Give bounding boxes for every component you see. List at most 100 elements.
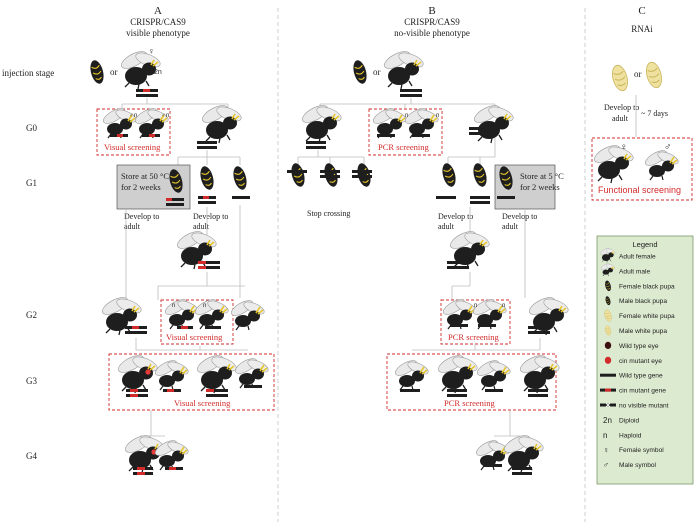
svg-text:Develop to: Develop to bbox=[502, 212, 537, 221]
svg-text:n: n bbox=[166, 113, 169, 119]
svg-text:adult: adult bbox=[124, 222, 141, 231]
legend-item-label: Diploid bbox=[619, 417, 639, 424]
male-black-pupa-icon bbox=[288, 161, 308, 189]
female-black-pupa-icon bbox=[197, 164, 217, 192]
female-white-pupa-icon bbox=[609, 63, 631, 93]
panel-a-letter: A bbox=[154, 5, 162, 17]
row-label-injection: injection stage bbox=[2, 68, 54, 78]
cin-mutant-gene-icon bbox=[600, 388, 616, 392]
legend-item: no visible mutant bbox=[600, 403, 669, 410]
legend-item: ♂Male symbol bbox=[603, 461, 657, 470]
adult-female-icon bbox=[591, 141, 636, 184]
stop-crossing-label: Stop crossing bbox=[307, 209, 350, 218]
row-label-g4: G4 bbox=[26, 451, 37, 461]
adult-male-icon bbox=[152, 356, 191, 391]
svg-text:Store at 5 °C: Store at 5 °C bbox=[520, 171, 564, 181]
diploid-label: 2n bbox=[154, 69, 162, 76]
svg-text:Develop to: Develop to bbox=[124, 212, 159, 221]
female-symbol-icon: ♀ bbox=[603, 446, 609, 455]
svg-text:n: n bbox=[474, 303, 477, 309]
or-label: or bbox=[110, 67, 118, 77]
legend-item-label: Haploid bbox=[619, 432, 642, 439]
legend-box bbox=[596, 235, 694, 485]
adult-male-icon bbox=[474, 356, 513, 391]
legend-item-label: Adult male bbox=[619, 268, 650, 275]
g2-pcr-screening-box bbox=[440, 299, 511, 345]
adult-male-icon bbox=[370, 104, 409, 139]
panel-c-title: RNAi bbox=[631, 24, 653, 34]
no-visible-mutant-icon bbox=[600, 402, 616, 408]
legend-item-label: Female black pupa bbox=[619, 283, 675, 290]
svg-text:Store at 50 °C: Store at 50 °C bbox=[121, 171, 169, 181]
legend-item: Male black pupa bbox=[604, 295, 667, 306]
row-label-g2: G2 bbox=[26, 310, 37, 320]
adult-female-icon bbox=[435, 351, 480, 394]
functional-screening-label: Functional screening bbox=[598, 185, 681, 195]
svg-text:Visual screening: Visual screening bbox=[166, 332, 223, 342]
legend-item-label: Wild type eye bbox=[619, 343, 659, 350]
adult-female-icon bbox=[199, 101, 244, 144]
legend-item: Female white pupa bbox=[603, 308, 675, 323]
panel-b: or n n PCR screening Stop crossing Store… bbox=[287, 47, 571, 475]
panel-b-title: CRISPR/CAS9 bbox=[404, 17, 460, 27]
adult-male-icon bbox=[132, 104, 171, 139]
male-symbol-icon: ♂ bbox=[603, 461, 609, 470]
legend-item-label: cin mutant eye bbox=[619, 358, 662, 365]
diploid-2n-icon: 2n bbox=[603, 416, 612, 425]
cin-mutant-eye-icon bbox=[145, 369, 151, 375]
adult-male-icon bbox=[192, 295, 231, 330]
cin-mutant-eye-icon bbox=[604, 356, 612, 364]
legend-item: cin mutant eye bbox=[604, 356, 662, 365]
legend-item: Female black pupa bbox=[603, 279, 675, 292]
legend-item: Adult male bbox=[599, 262, 650, 277]
legend-item-label: no visible mutant bbox=[619, 403, 669, 410]
svg-text:2n: 2n bbox=[603, 416, 612, 425]
g3-visual-screening-box bbox=[108, 353, 275, 411]
adult-female-icon bbox=[517, 351, 562, 394]
adult-female-icon bbox=[471, 101, 516, 144]
svg-text:n: n bbox=[203, 303, 206, 309]
svg-text:for 2 weeks: for 2 weeks bbox=[520, 182, 560, 192]
svg-text:n: n bbox=[502, 303, 505, 309]
legend-title: Legend bbox=[632, 240, 657, 249]
male-white-pupa-icon bbox=[643, 60, 665, 90]
svg-text:PCR screening: PCR screening bbox=[448, 332, 500, 342]
svg-text:n: n bbox=[134, 113, 137, 119]
svg-text:♂: ♂ bbox=[129, 113, 134, 119]
adult-male-icon bbox=[392, 356, 431, 391]
svg-text:adult: adult bbox=[612, 114, 629, 123]
panel-c: or Develop to adult ~ 7 days ♀ ♂ Functio… bbox=[591, 60, 694, 485]
legend-item-label: Female symbol bbox=[619, 447, 664, 454]
g0-pcr-screening-box bbox=[368, 108, 443, 156]
male-black-pupa-icon bbox=[230, 164, 250, 192]
legend-item-label: Female white pupa bbox=[619, 313, 675, 320]
adult-female-icon bbox=[501, 431, 546, 474]
legend-item: ♀ Female symbol bbox=[603, 446, 664, 455]
wild-type-gene-icon bbox=[600, 373, 616, 377]
legend-item: 2n Diploid bbox=[603, 416, 639, 425]
legend-item-label: Wild type gene bbox=[619, 373, 663, 380]
panel-a-subtitle: visible phenotype bbox=[126, 28, 190, 38]
legend-item-label: cin mutant gene bbox=[619, 388, 666, 395]
functional-screening-box bbox=[591, 137, 693, 201]
adult-male-icon bbox=[228, 296, 267, 331]
svg-text:♂: ♂ bbox=[603, 461, 609, 470]
svg-text:adult: adult bbox=[193, 222, 210, 231]
svg-text:♂: ♂ bbox=[664, 142, 672, 153]
female-black-pupa-icon bbox=[470, 161, 490, 189]
female-symbol-icon: ♀ bbox=[148, 46, 155, 56]
legend-item: Wild type eye bbox=[604, 341, 659, 350]
svg-text:n: n bbox=[405, 113, 408, 119]
adult-male-icon bbox=[100, 104, 139, 139]
row-label-g3: G3 bbox=[26, 376, 37, 386]
adult-female-icon bbox=[299, 101, 344, 144]
legend-item: Wild type gene bbox=[600, 373, 663, 380]
svg-text:Develop to: Develop to bbox=[193, 212, 228, 221]
svg-text:or: or bbox=[373, 67, 381, 77]
female-black-pupa-icon bbox=[439, 161, 459, 189]
pcr-screening-label: PCR screening bbox=[378, 142, 430, 152]
adult-female-icon bbox=[194, 351, 239, 394]
